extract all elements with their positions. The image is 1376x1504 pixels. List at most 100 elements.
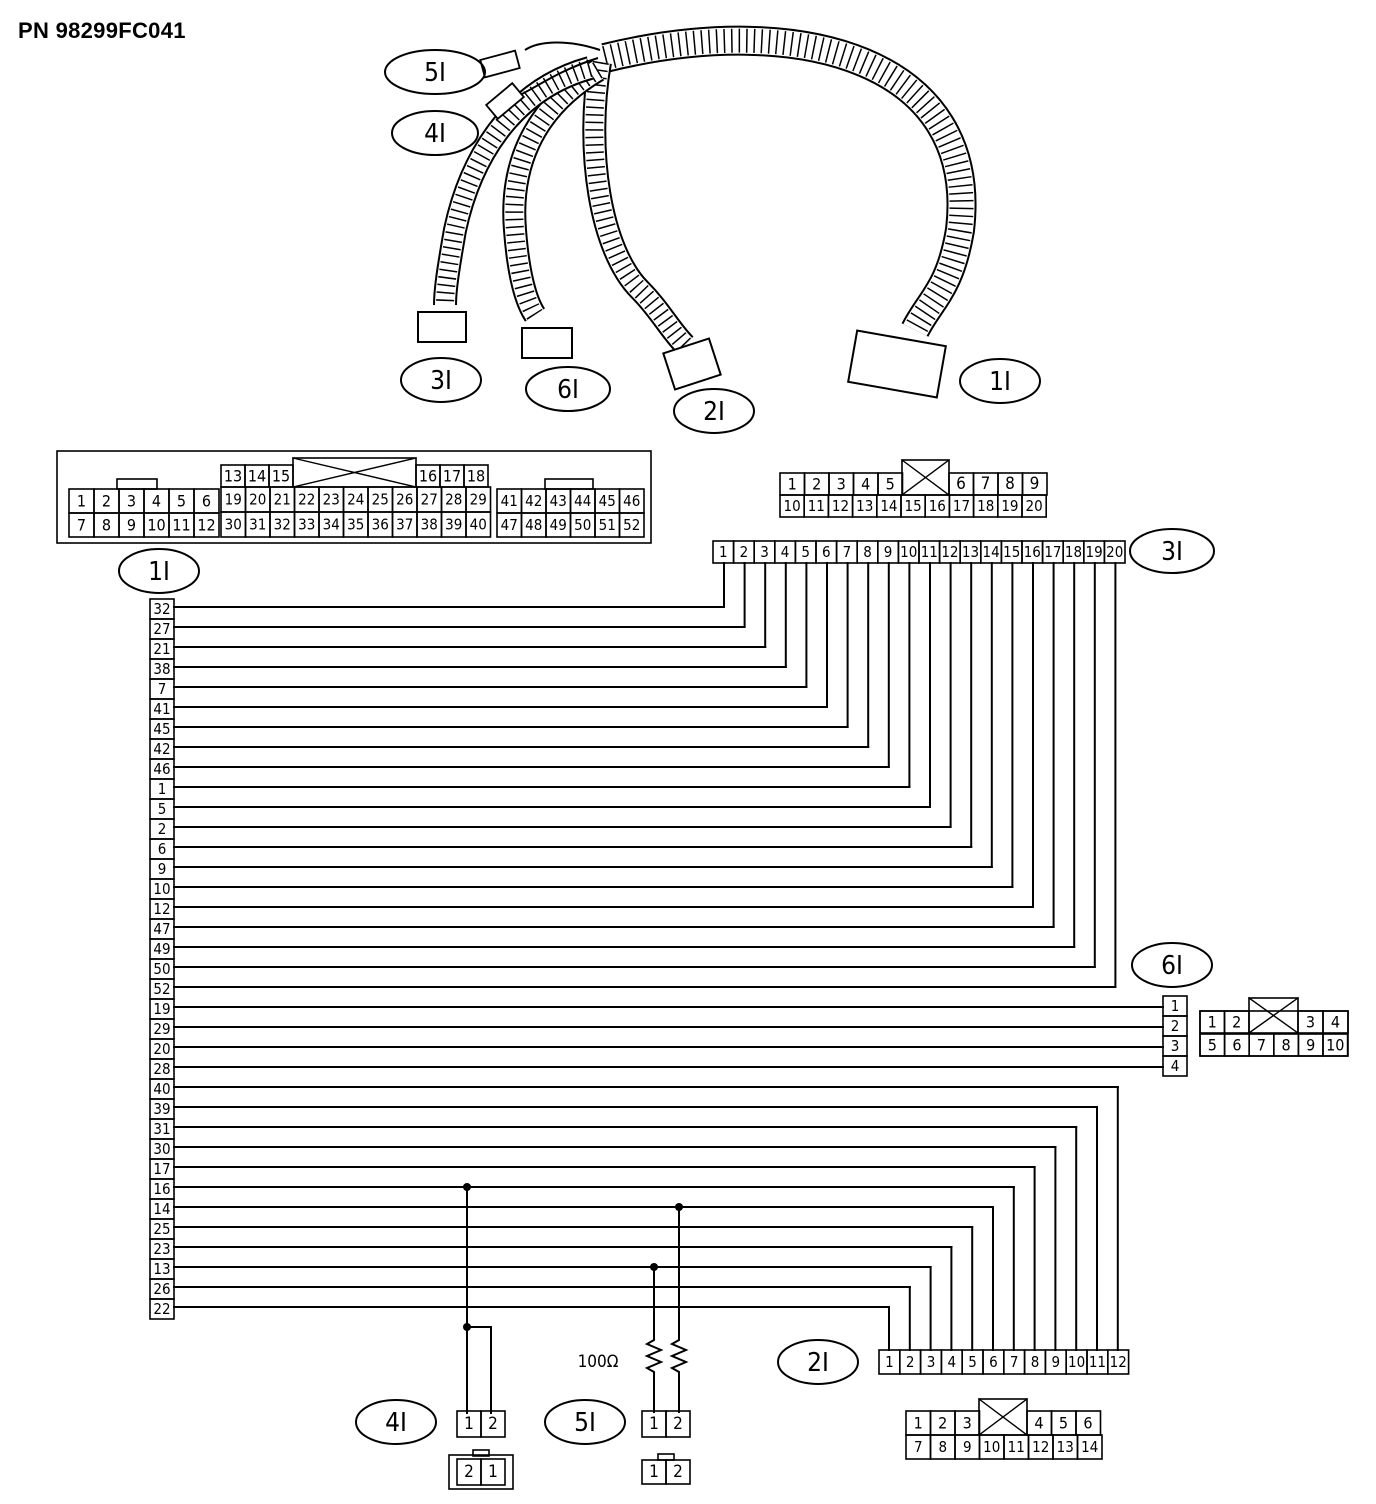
pin-2I-number: 7	[1010, 1353, 1019, 1371]
c1-left-r2-num: 7	[77, 516, 86, 535]
c1-mid-r3-num: 33	[298, 516, 315, 534]
label-ellipse	[1131, 942, 1213, 988]
label-ellipse	[525, 366, 611, 412]
c1-left-r1-num: 6	[202, 492, 211, 511]
c1-right-r1-num: 44	[574, 492, 591, 510]
pin-1I-number: 31	[153, 1120, 170, 1138]
c1-mid-top-num: 14	[248, 467, 266, 486]
c1-mid-r2-num: 24	[347, 491, 364, 509]
pin-1I-number: 32	[153, 600, 170, 618]
connector-1I-outline	[56, 450, 652, 544]
c2-r2-num: 14	[1081, 1438, 1098, 1456]
c4-num: 1	[488, 1462, 498, 1482]
c1-mid-r2-num: 22	[298, 491, 315, 509]
c2-r1-num: 3	[963, 1414, 972, 1433]
harness-branch-fill	[584, 60, 693, 353]
pin-4I-num: 2	[488, 1414, 498, 1434]
c6-r2-num: 9	[1306, 1036, 1315, 1055]
c1-mid-r3-num: 40	[470, 516, 487, 534]
c2-r2-num: 11	[1008, 1438, 1025, 1456]
pin-2I-number: 8	[1031, 1353, 1040, 1371]
c1-right-r2-num: 51	[599, 516, 616, 534]
c3-r2-num: 20	[1026, 497, 1043, 515]
pin-6I-number: 3	[1171, 1037, 1180, 1055]
c1-right-r1-num: 45	[599, 492, 616, 510]
c2-r1-num: 4	[1034, 1414, 1043, 1433]
pin-1I-number: 25	[153, 1220, 170, 1238]
resistor-symbol	[669, 1332, 689, 1413]
c1-left-r2-cell	[193, 512, 220, 538]
harness-label-3I: 3I	[400, 357, 482, 403]
pin-3I-number: 14	[983, 543, 1000, 561]
c1-right-r2-num: 50	[574, 516, 591, 534]
c5-num: 2	[673, 1462, 683, 1482]
pin-2I-number: 4	[948, 1353, 957, 1371]
label-ellipse	[544, 1399, 626, 1445]
c3-r1-num: 8	[1005, 474, 1015, 494]
pin-6I-number: 1	[1171, 997, 1180, 1015]
key-tab	[116, 478, 158, 490]
c2-r2-num: 7	[914, 1438, 923, 1456]
c3-r1-num: 2	[812, 475, 821, 494]
harness-label-2I: 2I	[673, 388, 755, 434]
connector-4I-body	[484, 81, 526, 121]
connector-5I-body	[479, 49, 521, 79]
c2-r2-num: 9	[963, 1438, 972, 1456]
c3-r2-cell	[1021, 494, 1048, 518]
connector-label-1I: 1I	[118, 548, 200, 594]
c3-r2-num: 15	[905, 497, 922, 515]
label-text: 6I	[557, 375, 579, 405]
c1-mid-top-num: 16	[419, 467, 437, 486]
c3-r2-num: 11	[808, 497, 825, 515]
c6-r2-num: 10	[1326, 1036, 1344, 1055]
pin-1I-number: 46	[153, 760, 170, 778]
resistor-value-label: 100Ω	[578, 1352, 619, 1372]
label-ellipse	[959, 358, 1041, 404]
c6-r1-num: 2	[1232, 1013, 1241, 1032]
connector-6I-body	[521, 327, 573, 359]
c1-mid-top-num: 15	[272, 467, 290, 486]
c1-right-r2-cell	[618, 512, 645, 538]
c1-left-r2-num: 12	[197, 516, 215, 535]
pin-1I-number: 17	[153, 1160, 170, 1178]
c1-mid-r3-num: 39	[445, 516, 462, 534]
pin-1I-number: 30	[153, 1140, 170, 1158]
pin-6I-number: 4	[1171, 1057, 1180, 1075]
c2-r1-num: 2	[938, 1414, 947, 1433]
label-ellipse	[673, 388, 755, 434]
blocked-cross	[1248, 997, 1299, 1034]
c1-left-r2-num: 9	[127, 516, 136, 535]
c1-left-r2-num: 11	[172, 516, 190, 535]
pin-1I-number: 42	[153, 740, 170, 758]
pin-3I-number: 10	[900, 543, 917, 561]
c6-r2-num: 6	[1232, 1036, 1241, 1055]
c1-mid-r3-cell	[465, 511, 492, 538]
c1-mid-r3-num: 34	[323, 516, 340, 534]
c1-mid-r2-num: 29	[470, 491, 487, 509]
c6-r1-num: 4	[1331, 1013, 1340, 1032]
c1-right-r1-num: 42	[525, 492, 542, 510]
c6-r2-num: 7	[1257, 1036, 1266, 1055]
c1-mid-r3-num: 35	[347, 516, 364, 534]
pin-1I-number: 41	[153, 700, 170, 718]
c3-r2-num: 16	[929, 497, 946, 515]
pin-4I-num: 1	[464, 1414, 474, 1434]
c1-left-r1-num: 5	[177, 492, 186, 511]
harness-branch-fill	[601, 27, 975, 337]
pin-1I-number: 52	[153, 980, 170, 998]
c1-mid-r2-num: 20	[249, 491, 266, 509]
c1-right-r2-num: 52	[623, 516, 640, 534]
pin-3I-number: 12	[941, 543, 958, 561]
c1-left-r1-num: 1	[77, 492, 86, 511]
c2-r2-num: 12	[1032, 1438, 1049, 1456]
pin-3I-number: 8	[863, 543, 872, 561]
label-ellipse	[355, 1399, 437, 1445]
c3-r2-num: 13	[856, 497, 873, 515]
label-ellipse	[777, 1339, 859, 1385]
c1-right-r1-num: 41	[501, 492, 518, 510]
label-ellipse	[400, 357, 482, 403]
c3-r1-num: 6	[956, 474, 966, 494]
